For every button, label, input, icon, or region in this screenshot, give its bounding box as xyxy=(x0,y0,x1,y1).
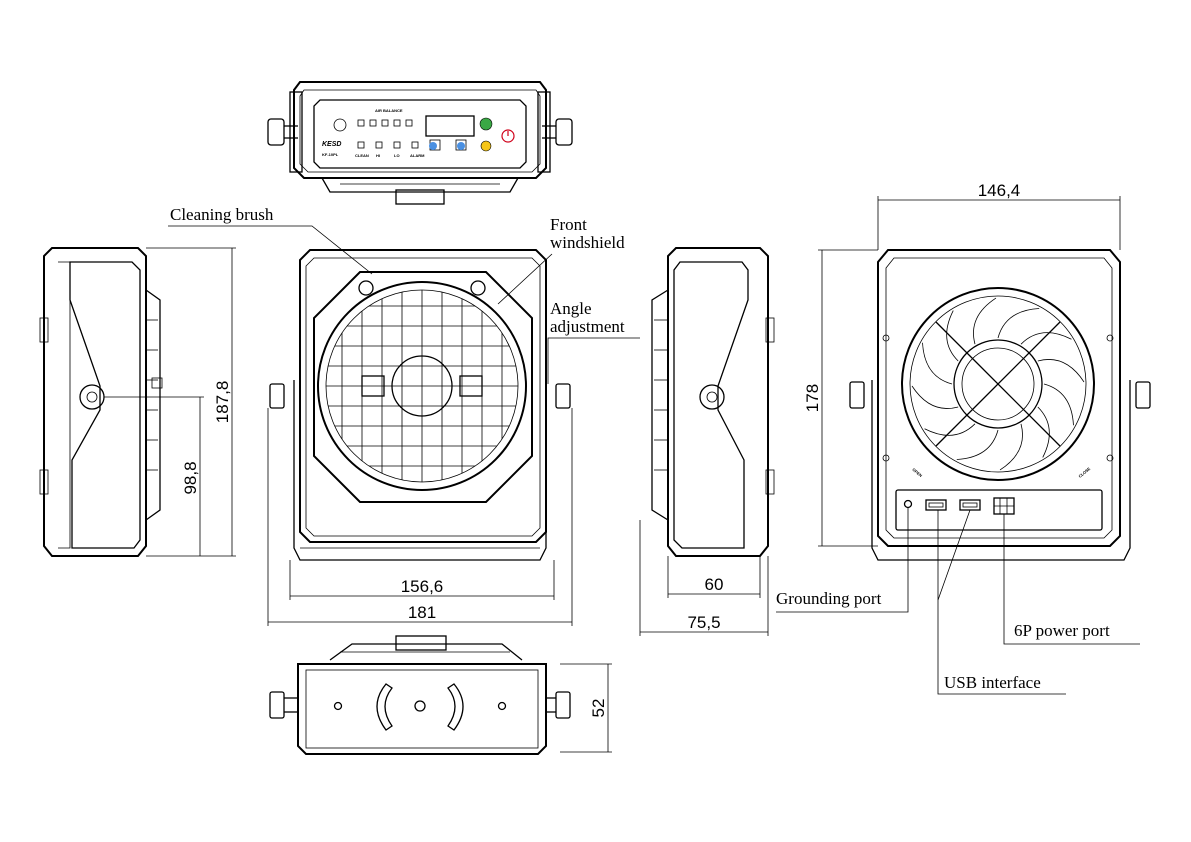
dim-rear-width: 146,4 xyxy=(978,181,1021,200)
fan-blade xyxy=(1043,383,1074,426)
right-side-view: 60 75,5 xyxy=(639,247,775,636)
label-grounding-port: Grounding port xyxy=(776,589,882,608)
usb-port-1 xyxy=(925,499,947,511)
fan-blade xyxy=(924,423,976,436)
fan-blade xyxy=(1037,406,1050,458)
fan-blade xyxy=(997,308,1040,339)
front-body xyxy=(299,249,547,543)
bottom-body xyxy=(297,663,547,755)
bottom-view: 52 xyxy=(269,635,612,755)
dim-bottom-depth: 52 xyxy=(589,699,608,718)
label-cleaning-brush: Cleaning brush xyxy=(170,205,274,224)
fan-grill xyxy=(317,281,527,491)
air-balance-text: AIR BALANCE xyxy=(375,108,403,113)
bulb-icon xyxy=(480,140,492,152)
clean-text: CLEAN xyxy=(355,153,369,158)
dim-side-pivot-height: 98,8 xyxy=(181,461,200,494)
play-icon xyxy=(479,117,493,131)
knob-right xyxy=(555,118,573,146)
label-angle-adjustment-line2: adjustment xyxy=(550,317,625,336)
knob-left xyxy=(267,118,285,146)
brand-text: KESD xyxy=(322,141,341,148)
dim-rear-height: 178 xyxy=(803,384,822,412)
rear-close-text: CLOSE xyxy=(1077,466,1091,479)
top-view: KESD KF-10PL AIR BALANCE CLEAN HI LO ALA… xyxy=(267,81,573,205)
mode-icon xyxy=(333,118,347,132)
dim-side-height: 187,8 xyxy=(213,381,232,424)
port-panel xyxy=(895,489,1103,531)
label-6p-power-port: 6P power port xyxy=(1014,621,1110,640)
fan-blade xyxy=(946,310,959,362)
fan-blade xyxy=(1020,332,1072,345)
power-icon xyxy=(501,129,515,143)
label-front-windshield-line2: windshield xyxy=(550,233,625,252)
lo-text: LO xyxy=(394,153,400,158)
front-windshield-frame xyxy=(313,271,533,503)
brush-hole-left xyxy=(358,280,374,296)
rear-fan-hub xyxy=(953,339,1043,429)
rear-open-text: OPEN xyxy=(911,467,923,478)
fan-blade xyxy=(973,297,997,345)
control-panel xyxy=(313,99,527,169)
label-usb-interface: USB interface xyxy=(944,673,1041,692)
fan-blade xyxy=(1037,359,1085,383)
alarm-text: ALARM xyxy=(410,153,425,158)
top-body-outline xyxy=(293,81,547,179)
fan-blade xyxy=(956,429,999,460)
dim-front-total-width: 181 xyxy=(408,603,436,622)
dim-front-inner-width: 156,6 xyxy=(401,577,444,596)
front-view: 156,6 181 Cleaning brush Front windshiel… xyxy=(168,205,640,626)
rear-fan-grill xyxy=(901,287,1095,481)
model-text: KF-10PL xyxy=(322,152,339,157)
fan-blade xyxy=(911,385,959,409)
hi-text: HI xyxy=(376,153,380,158)
left-side-body xyxy=(43,247,147,557)
grounding-port xyxy=(903,499,913,509)
left-side-view: 187,8 98,8 xyxy=(39,247,236,557)
fan-blade xyxy=(922,342,953,385)
brush-hole-right xyxy=(470,280,486,296)
rear-view: OPEN CLOSE 146,4 178 Grounding port USB … xyxy=(776,181,1151,695)
lcd-display xyxy=(425,115,475,137)
fan-blade xyxy=(999,423,1023,471)
dim-side-depth: 60 xyxy=(705,575,724,594)
rear-body xyxy=(877,249,1121,547)
label-angle-adjustment-line1: Angle xyxy=(550,299,592,318)
pivot-knob-right xyxy=(699,384,725,410)
dim-side-total-depth: 75,5 xyxy=(687,613,720,632)
label-front-windshield-line1: Front xyxy=(550,215,587,234)
